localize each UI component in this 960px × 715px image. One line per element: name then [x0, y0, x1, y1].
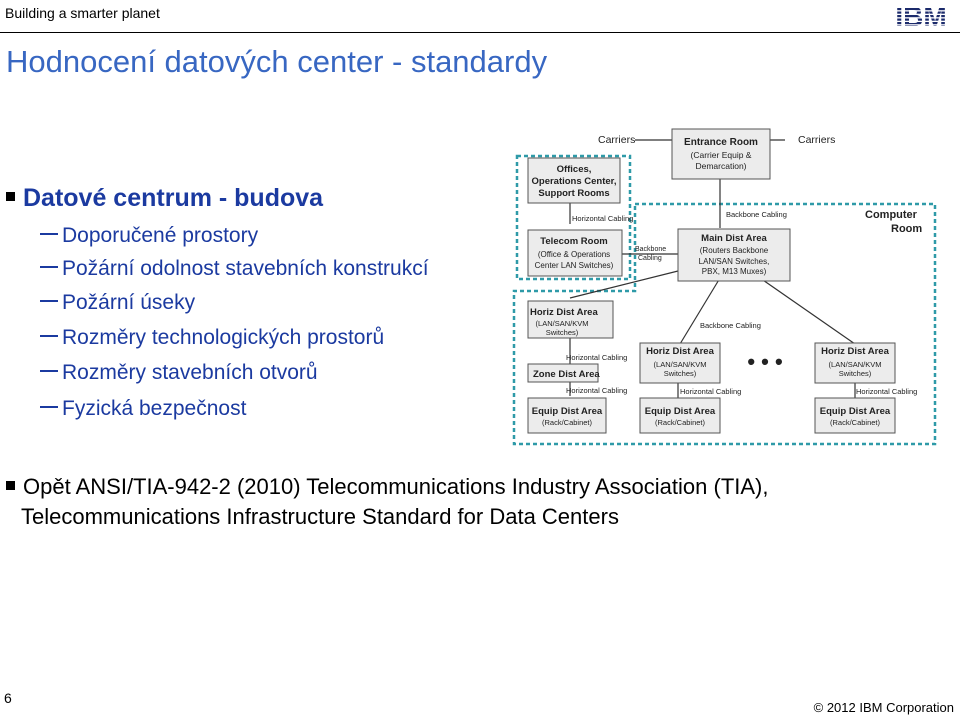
- sub-item: Rozměry stavebních otvorů: [40, 361, 318, 385]
- svg-text:Center LAN Switches): Center LAN Switches): [535, 261, 614, 270]
- svg-text:(Routers Backbone: (Routers Backbone: [700, 246, 769, 255]
- header-tagline: Building a smarter planet: [5, 5, 160, 21]
- svg-text:Cabling: Cabling: [638, 255, 662, 262]
- svg-text:Support Rooms: Support Rooms: [538, 188, 609, 199]
- bullet-square-icon: [6, 191, 15, 201]
- svg-text:Switches): Switches): [664, 369, 697, 378]
- svg-text:Main Dist Area: Main Dist Area: [701, 233, 767, 244]
- carriers-right-label: Carriers: [798, 134, 835, 146]
- svg-text:Switches): Switches): [839, 369, 872, 378]
- svg-text:(LAN/SAN/KVM: (LAN/SAN/KVM: [654, 360, 707, 369]
- svg-text:Horizontal Cabling: Horizontal Cabling: [856, 387, 917, 396]
- ibm-logo-text: IBM: [895, 1, 946, 29]
- sub-item: Fyzická bezpečnost: [40, 397, 246, 421]
- svg-text:Offices,: Offices,: [557, 164, 592, 175]
- svg-text:Equip Dist Area: Equip Dist Area: [820, 406, 891, 417]
- svg-text:(LAN/SAN/KVM: (LAN/SAN/KVM: [829, 360, 882, 369]
- svg-text:(LAN/SAN/KVM: (LAN/SAN/KVM: [536, 319, 589, 328]
- tia-942-topology-diagram: Carriers Carriers Entrance Room (Carrier…: [512, 128, 937, 446]
- svg-text:Room: Room: [891, 223, 922, 235]
- carriers-left-label: Carriers: [598, 134, 635, 146]
- svg-text:(Office & Operations: (Office & Operations: [538, 250, 610, 259]
- ibm-logo: IBM: [895, 1, 946, 29]
- svg-text:Backbone: Backbone: [635, 246, 666, 253]
- svg-text:(Rack/Cabinet): (Rack/Cabinet): [655, 418, 706, 427]
- svg-text:Operations Center,: Operations Center,: [532, 176, 617, 187]
- svg-text:(Carrier Equip &: (Carrier Equip &: [691, 150, 752, 160]
- svg-text:Horizontal Cabling: Horizontal Cabling: [566, 386, 627, 395]
- svg-text:Equip Dist Area: Equip Dist Area: [645, 406, 716, 417]
- svg-text:Telecom Room: Telecom Room: [540, 236, 607, 247]
- svg-text:Horiz Dist Area: Horiz Dist Area: [646, 346, 714, 357]
- slide-title: Hodnocení datových center - standardy: [6, 44, 548, 79]
- svg-text:Demarcation): Demarcation): [695, 161, 746, 171]
- svg-text:Horizontal Cabling: Horizontal Cabling: [566, 353, 627, 362]
- svg-text:Horiz Dist Area: Horiz Dist Area: [530, 307, 598, 318]
- bullet-square-icon: [6, 480, 15, 490]
- svg-text:(Rack/Cabinet): (Rack/Cabinet): [830, 418, 881, 427]
- svg-text:Switches): Switches): [546, 328, 579, 337]
- svg-text:(Rack/Cabinet): (Rack/Cabinet): [542, 418, 593, 427]
- svg-text:Horizontal Cabling: Horizontal Cabling: [572, 214, 633, 223]
- bullet-heading: Datové centrum - budova: [23, 184, 324, 212]
- sub-item: Rozměry technologických prostorů: [40, 326, 384, 350]
- svg-text:Horizontal Cabling: Horizontal Cabling: [680, 387, 741, 396]
- svg-text:Equip Dist Area: Equip Dist Area: [532, 406, 603, 417]
- svg-text:LAN/SAN Switches,: LAN/SAN Switches,: [699, 257, 770, 266]
- header-divider: [0, 32, 960, 33]
- ellipsis: • • •: [747, 349, 782, 374]
- svg-text:Zone Dist Area: Zone Dist Area: [533, 369, 600, 380]
- svg-text:Entrance Room: Entrance Room: [684, 137, 758, 148]
- copyright: © 2012 IBM Corporation: [813, 700, 954, 715]
- svg-text:Backbone Cabling: Backbone Cabling: [700, 321, 761, 330]
- sub-item: Doporučené prostory: [40, 224, 258, 248]
- svg-text:PBX, M13 Muxes): PBX, M13 Muxes): [702, 267, 767, 276]
- svg-text:Computer: Computer: [865, 209, 918, 221]
- sub-item: Požární odolnost stavebních konstrukcí: [40, 257, 429, 281]
- svg-text:Horiz Dist Area: Horiz Dist Area: [821, 346, 889, 357]
- bullet-datove-centrum: Datové centrum - budova: [6, 184, 323, 213]
- page-number: 6: [4, 690, 12, 706]
- bullet-ansi-tia: Opět ANSI/TIA-942-2 (2010) Telecommunica…: [6, 472, 946, 532]
- sub-item: Požární úseky: [40, 291, 195, 315]
- svg-text:Backbone Cabling: Backbone Cabling: [726, 210, 787, 219]
